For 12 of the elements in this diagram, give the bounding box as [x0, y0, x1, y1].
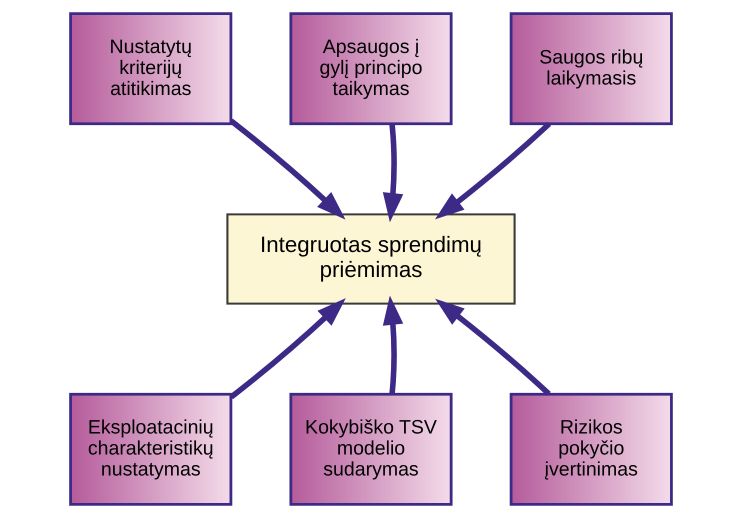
arrow — [382, 124, 403, 222]
node-box: Apsaugos į gylį principo taikymas — [288, 12, 452, 126]
node-box: Integruotas sprendimų priėmimas — [226, 213, 516, 305]
node-box: Kokybiško TSV modelio sudarymas — [288, 392, 452, 506]
arrow — [229, 298, 346, 400]
node-box: Saugos ribų laikymasis — [509, 12, 672, 126]
arrow — [434, 122, 551, 220]
node-box: Rizikos pokyčio įvertinimas — [509, 392, 672, 506]
node-box: Eksploatacinių charakteristikų nustatymas — [68, 392, 232, 506]
arrow — [434, 298, 550, 396]
node-box: Nustatytų kriterijų atitikimas — [68, 12, 232, 126]
arrow — [382, 296, 403, 394]
